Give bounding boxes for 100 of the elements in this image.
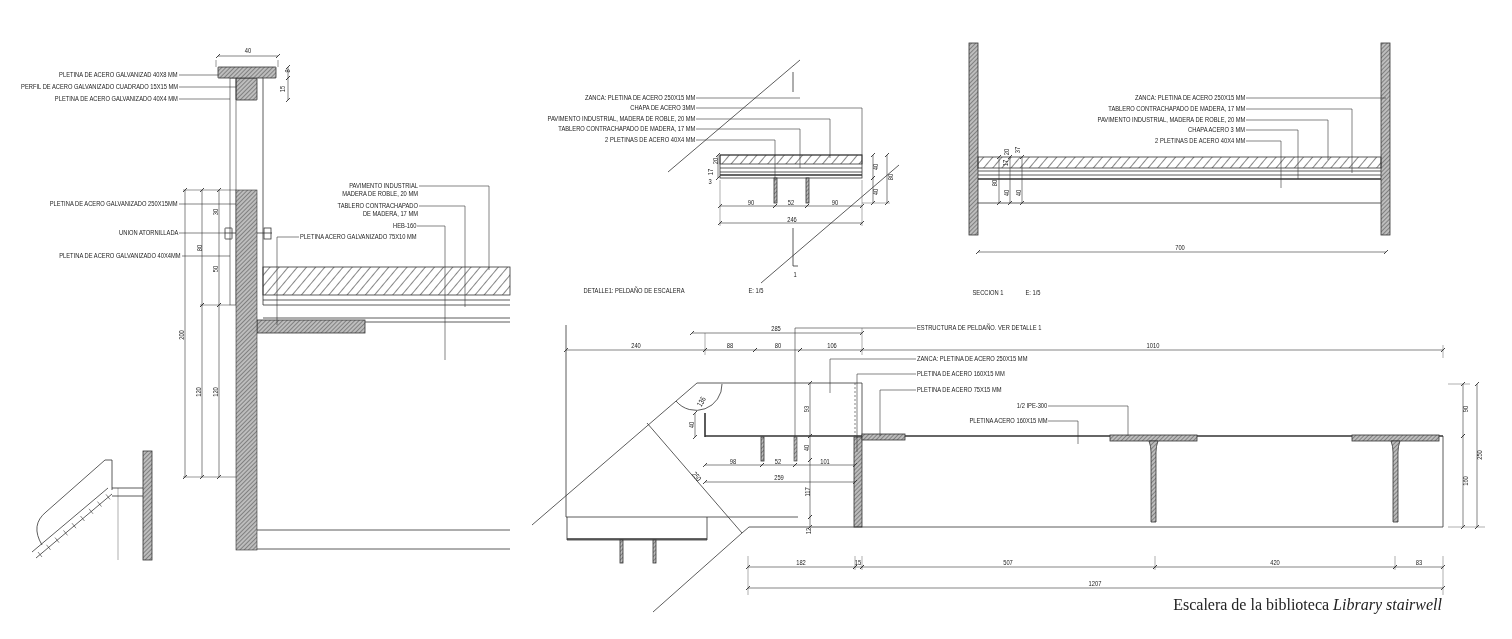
callout-label: TABLERO CONTRACHAPADO DE MADERA, 17 MM: [328, 202, 418, 218]
leader-line: [695, 139, 776, 181]
leader-line: [794, 327, 917, 438]
leader-line: [695, 97, 801, 99]
dimension-label: 15: [279, 85, 287, 93]
dimension-label: 98: [729, 458, 737, 466]
callout-label: PAVIMENTO INDUSTRIAL, MADERA DE ROBLE, 20 MM: [547, 115, 695, 123]
callout-label: TABLERO CONTRACHAPADO DE MADERA, 17 MM: [1107, 105, 1245, 113]
callout-label: HEB-160: [392, 222, 416, 230]
callout-label: CHAPA ACERO 3 MM: [1188, 126, 1245, 134]
dimension-label: 285: [771, 325, 781, 333]
dimension-label: 40: [1003, 189, 1011, 197]
dimension-label: 37: [1014, 146, 1022, 154]
scale-label: E: 1/5: [1025, 289, 1041, 297]
dimension-label: 20: [1003, 148, 1011, 156]
view-title: SECCION 1: [972, 289, 1004, 297]
leader-line: [178, 98, 231, 100]
callout-label: PAVIMENTO INDUSTRIAL MADERA DE ROBLE, 20 MM: [328, 182, 418, 198]
dimension-label: 50: [212, 265, 220, 273]
leader-line: [178, 86, 237, 88]
dimension-label: 507: [1003, 559, 1013, 567]
dimension-label: 80: [991, 179, 999, 187]
leader-line: [856, 373, 917, 453]
leader-line: [276, 236, 300, 326]
dimension-label: 240: [631, 342, 641, 350]
callout-label: ESTRUCTURA DE PELDAÑO. VER DETALLE 1: [917, 324, 1042, 332]
dimension-label: 12: [805, 527, 813, 535]
dimension-label: 17: [707, 168, 715, 176]
dimension-label: 700: [1175, 244, 1185, 252]
dimension-label: 40: [872, 188, 880, 196]
dimension-label: 17: [1002, 159, 1010, 167]
dimension-label: 120: [212, 387, 220, 397]
dimension-label: 90: [747, 199, 755, 207]
leader-line: [418, 205, 466, 308]
callout-label: PLETINA DE ACERO GALVANIZADO 40X4 MM: [54, 95, 178, 103]
callout-label: PLETINA DE ACERO GALVANIZAD 40X8 MM: [59, 71, 178, 79]
dimension-label: 30: [212, 208, 220, 216]
dimension-label: 40: [244, 47, 252, 55]
callout-label: PLETINA ACERO 160X15 MM: [968, 417, 1047, 425]
dimension-label: 8: [284, 69, 292, 73]
dimension-label: 80: [774, 342, 782, 350]
callout-label: PLETINA DE ACERO 160X15 MM: [917, 370, 1005, 378]
callout-label: ZANCA: PLETINA DE ACERO 250X15 MM: [1134, 94, 1245, 102]
dimension-label: 90: [1462, 405, 1470, 413]
leader-line: [1245, 108, 1353, 174]
leader-line: [695, 128, 801, 169]
figure-caption: Escalera de la biblioteca Library stairwell: [1173, 596, 1442, 614]
dimension-label: 120: [195, 387, 203, 397]
leader-line: [1245, 140, 1282, 189]
leader-line: [418, 185, 490, 271]
callout-label: CHAPA DE ACERO 3MM: [630, 104, 695, 112]
dimension-label: 160: [1462, 476, 1470, 486]
dimension-label: 88: [726, 342, 734, 350]
leader-line: [416, 225, 446, 361]
callout-label: PAVIMENTO INDUSTRIAL, MADERA DE ROBLE, 20 MM: [1097, 116, 1245, 124]
steel-plate: [793, 436, 798, 462]
leader-line: [181, 255, 231, 257]
dimension-label: 101: [820, 458, 830, 466]
callout-label: PLETINA DE ACERO GALVANIZADO 250X15MM: [50, 200, 178, 208]
stringer-plate: [235, 189, 258, 551]
dimension-label: 3: [708, 178, 712, 186]
callout-label: PLETINA DE ACERO GALVANIZADO 40X4MM: [59, 252, 181, 260]
callout-label: 2 PLETINAS DE ACERO 40X4 MM: [1154, 137, 1245, 145]
dimension-label: 40: [688, 421, 696, 429]
callout-label: PLETINA DE ACERO 75X15 MM: [917, 386, 1002, 394]
callout-label: TABLERO CONTRACHAPADO DE MADERA, 17 MM: [557, 125, 695, 133]
leader-line: [178, 232, 226, 234]
dimension-label: 52: [787, 199, 795, 207]
leader-line: [1047, 405, 1129, 437]
dimension-label: 182: [796, 559, 806, 567]
callout-label: ZANCA: PLETINA DE ACERO 250X15 MM: [584, 94, 695, 102]
callout-label: 1/2 IPE-300: [1016, 402, 1047, 410]
dimension-label: 106: [827, 342, 837, 350]
dimension-label: 1207: [1088, 580, 1102, 588]
dimension-label: 136: [696, 395, 708, 409]
dimension-label: 246: [787, 216, 797, 224]
view-title: DETALLE1: PELDAÑO DE ESCALERA: [583, 287, 685, 295]
leader-line: [178, 74, 219, 76]
dimension-label: 200: [178, 330, 186, 340]
dimension-label: 40: [1015, 189, 1023, 197]
leader-line: [695, 107, 863, 156]
handrail-plate: [217, 66, 277, 79]
dimension-label: 90: [831, 199, 839, 207]
leader-line: [1245, 97, 1387, 99]
bolt-head: [224, 227, 233, 240]
dimension-label: 83: [1415, 559, 1423, 567]
dimension-label: 420: [1270, 559, 1280, 567]
leader-line: [879, 389, 917, 437]
dimension-label: 250: [689, 470, 703, 484]
callout-label: PLETINA ACERO GALVANIZADO 75X10 MM: [300, 233, 417, 241]
leader-line: [1245, 129, 1299, 180]
dimension-label: 93: [803, 405, 811, 413]
callout-label: PERFIL DE ACERO GALVANIZADO CUADRADO 15X15 MM: [20, 83, 178, 91]
dimension-label: 259: [774, 474, 784, 482]
leader-line: [178, 203, 237, 205]
dimension-label: 1010: [1146, 342, 1160, 350]
leader-line: [1047, 420, 1079, 445]
dimension-label: 52: [774, 458, 782, 466]
scale-label: E: 1/5: [748, 287, 764, 295]
dimension-label: 80: [887, 173, 895, 181]
